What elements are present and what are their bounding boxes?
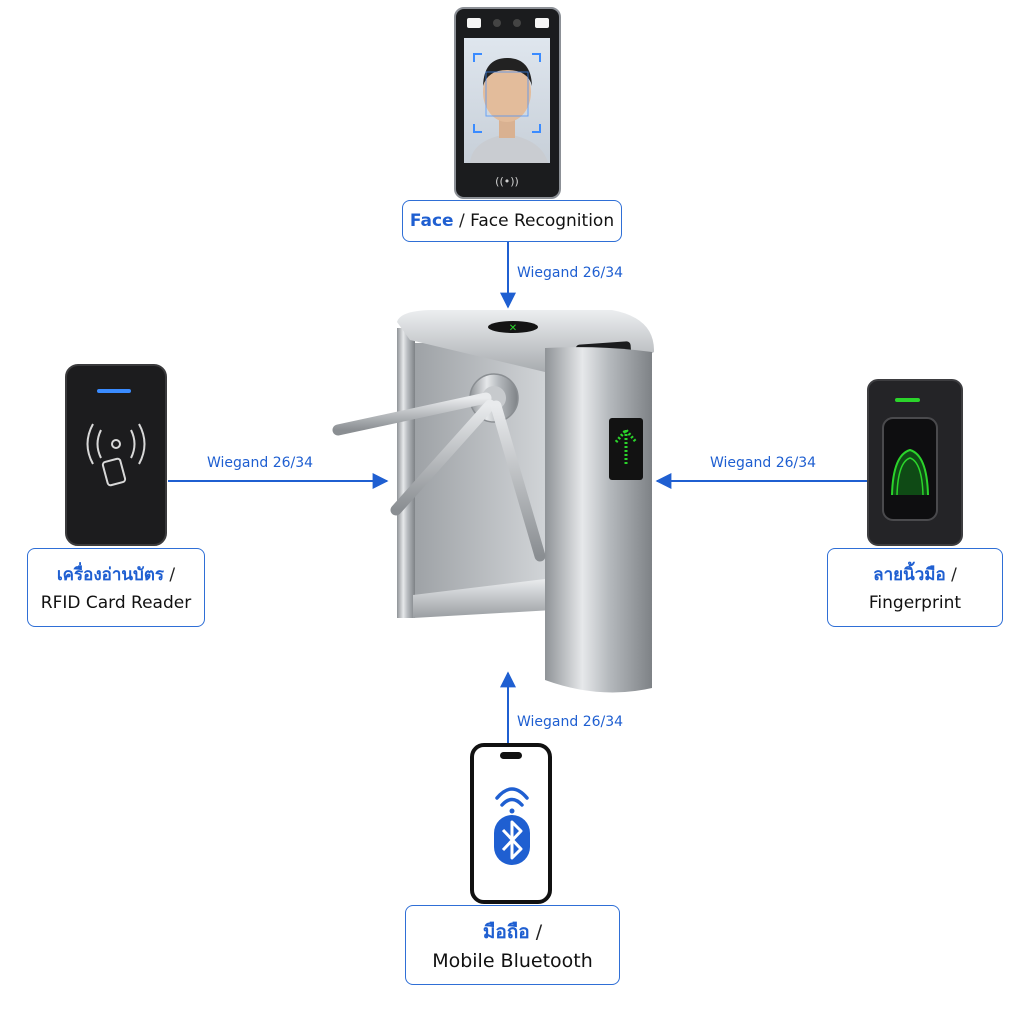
wiegand-label-top: Wiegand 26/34 bbox=[517, 265, 624, 281]
mobile-separator: / bbox=[535, 921, 543, 943]
face-separator: / bbox=[459, 211, 465, 231]
svg-text:((•)): ((•)) bbox=[495, 175, 519, 188]
rfid-secondary-text: RFID Card Reader bbox=[40, 593, 192, 613]
wiegand-label-right: Wiegand 26/34 bbox=[710, 455, 817, 471]
smartphone-bluetooth-icon bbox=[470, 743, 552, 904]
face-terminal-icon: ((•)) bbox=[454, 7, 561, 199]
face-recognition-label: Face / Face Recognition bbox=[402, 200, 622, 242]
face-secondary-text: Face Recognition bbox=[470, 211, 615, 231]
fingerprint-secondary-text: Fingerprint bbox=[868, 593, 962, 613]
tripod-turnstile-icon: ✕ ((▭ bbox=[332, 310, 655, 693]
mobile-bluetooth-label: มือถือ / Mobile Bluetooth bbox=[405, 905, 620, 985]
wiegand-label-bottom: Wiegand 26/34 bbox=[517, 714, 624, 730]
fingerprint-reader-icon bbox=[867, 379, 963, 546]
face-primary-text: Face bbox=[409, 211, 454, 231]
mobile-secondary-text: Mobile Bluetooth bbox=[432, 950, 593, 972]
rfid-reader-icon bbox=[65, 364, 167, 546]
fingerprint-primary-text: ลายนิ้วมือ bbox=[873, 565, 946, 585]
fingerprint-separator: / bbox=[951, 565, 957, 585]
svg-text:✕: ✕ bbox=[509, 323, 517, 334]
rfid-primary-text: เครื่องอ่านบัตร bbox=[56, 565, 165, 585]
fingerprint-label: ลายนิ้วมือ / Fingerprint bbox=[827, 548, 1003, 627]
wiegand-label-left: Wiegand 26/34 bbox=[207, 455, 314, 471]
mobile-primary-text: มือถือ bbox=[482, 921, 530, 943]
rfid-separator: / bbox=[169, 565, 176, 585]
rfid-reader-label: เครื่องอ่านบัตร / RFID Card Reader bbox=[27, 548, 205, 627]
